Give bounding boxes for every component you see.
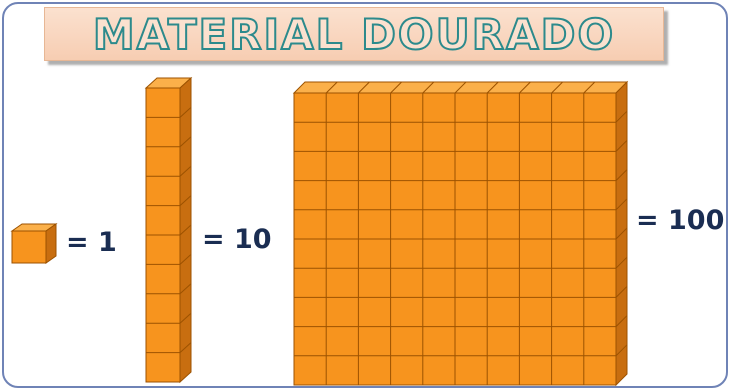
- hundred-flat: [294, 82, 627, 385]
- unit-cube: [12, 224, 56, 263]
- ten-rod: [146, 78, 191, 382]
- unit-cube-side: [46, 224, 56, 263]
- hundred-label: = 100: [636, 205, 724, 236]
- unit-label: = 1: [66, 227, 117, 258]
- ten-label: = 10: [202, 224, 272, 255]
- unit-cube-face: [12, 231, 46, 263]
